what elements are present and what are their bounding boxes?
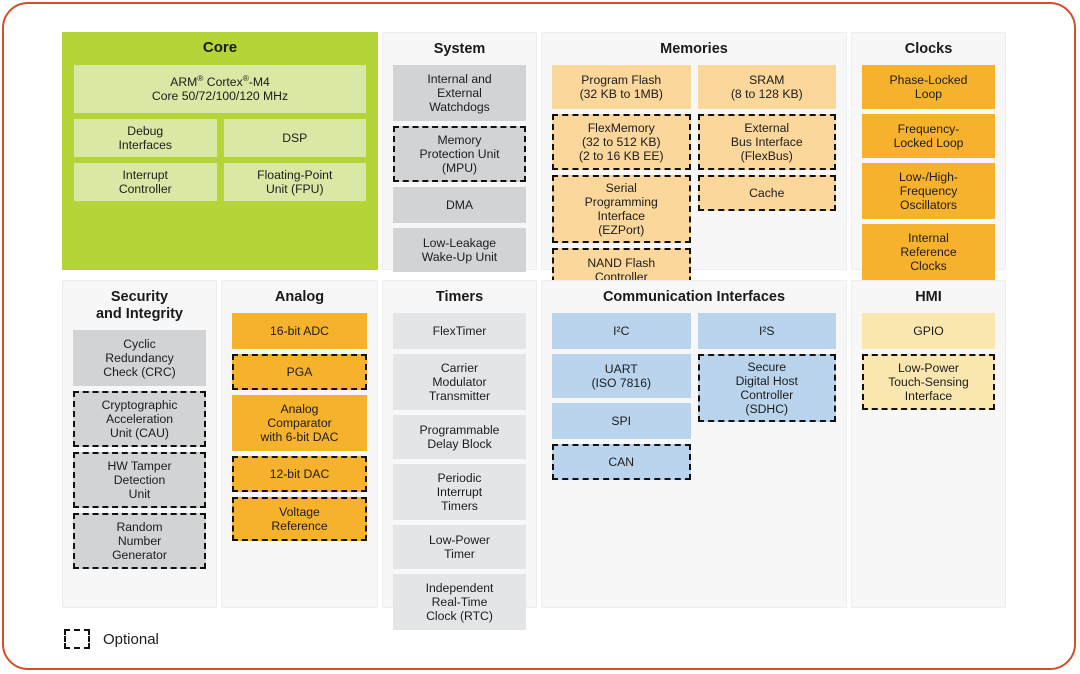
- block-i-c[interactable]: I²C: [552, 313, 691, 350]
- legend: Optional: [64, 629, 159, 649]
- block-program-flash-32-kb-to-1mb[interactable]: Program Flash(32 KB to 1MB): [552, 65, 691, 110]
- block-gpio[interactable]: GPIO: [862, 313, 995, 350]
- block-16-bit-adc[interactable]: 16-bit ADC: [232, 313, 367, 350]
- block-uart-iso-7816[interactable]: UART(ISO 7816): [552, 354, 691, 399]
- block-cache[interactable]: Cache: [697, 175, 836, 212]
- block-line: Core 50/72/100/120 MHz: [151, 88, 289, 103]
- panel-title-analog: Analog: [274, 289, 325, 305]
- panel-title-timers: Timers: [435, 289, 484, 305]
- block-flexmemory-32-to-512-kb-2-to-16-kb-ee[interactable]: FlexMemory(32 to 512 KB)(2 to 16 KB EE): [552, 114, 691, 171]
- panel-title-clocks: Clocks: [904, 41, 953, 57]
- legend-optional-label: Optional: [103, 630, 159, 648]
- panel-communication-interfaces: Communication Interfaces I²C UART(ISO 781…: [541, 280, 847, 608]
- blocks-communication-left: I²C UART(ISO 7816) SPI CAN: [552, 313, 691, 481]
- panel-title-hmi: HMI: [915, 289, 942, 305]
- block-flextimer[interactable]: FlexTimer: [393, 313, 526, 350]
- block-12-bit-dac[interactable]: 12-bit DAC: [232, 456, 367, 493]
- panel-title-system: System: [433, 41, 486, 57]
- block-sram-8-to-128-kb[interactable]: SRAM(8 to 128 KB): [697, 65, 836, 110]
- panel-memories: Memories Program Flash(32 KB to 1MB)Flex…: [541, 32, 847, 293]
- panel-title-core: Core: [202, 39, 238, 56]
- block-arm-cortex-m4[interactable]: ARM® Cortex®-M4 Core 50/72/100/120 MHz: [74, 64, 366, 113]
- top-row: Core ARM® Cortex®-M4 Core 50/72/100/120 …: [62, 32, 1018, 293]
- block-line: ARM® Cortex®-M4: [170, 72, 270, 89]
- blocks-memories: Program Flash(32 KB to 1MB)FlexMemory(32…: [552, 65, 836, 293]
- block-can[interactable]: CAN: [552, 444, 691, 481]
- block-i-s[interactable]: I²S: [697, 313, 836, 350]
- block-dsp[interactable]: DSP: [223, 118, 366, 157]
- diagram-grid: Core ARM® Cortex®-M4 Core 50/72/100/120 …: [62, 32, 1018, 631]
- block-pga[interactable]: PGA: [232, 354, 367, 391]
- panel-title-communication: Communication Interfaces: [602, 289, 786, 305]
- block-spi[interactable]: SPI: [552, 403, 691, 440]
- block-frequency-locked-loop[interactable]: Frequency-Locked Loop: [862, 114, 995, 159]
- block-dma[interactable]: DMA: [393, 187, 526, 224]
- legend-optional-swatch-icon: [64, 629, 90, 649]
- blocks-memories-left: Program Flash(32 KB to 1MB)FlexMemory(32…: [552, 65, 691, 293]
- panel-title-memories: Memories: [660, 41, 728, 57]
- panel-core: Core ARM® Cortex®-M4 Core 50/72/100/120 …: [62, 32, 378, 270]
